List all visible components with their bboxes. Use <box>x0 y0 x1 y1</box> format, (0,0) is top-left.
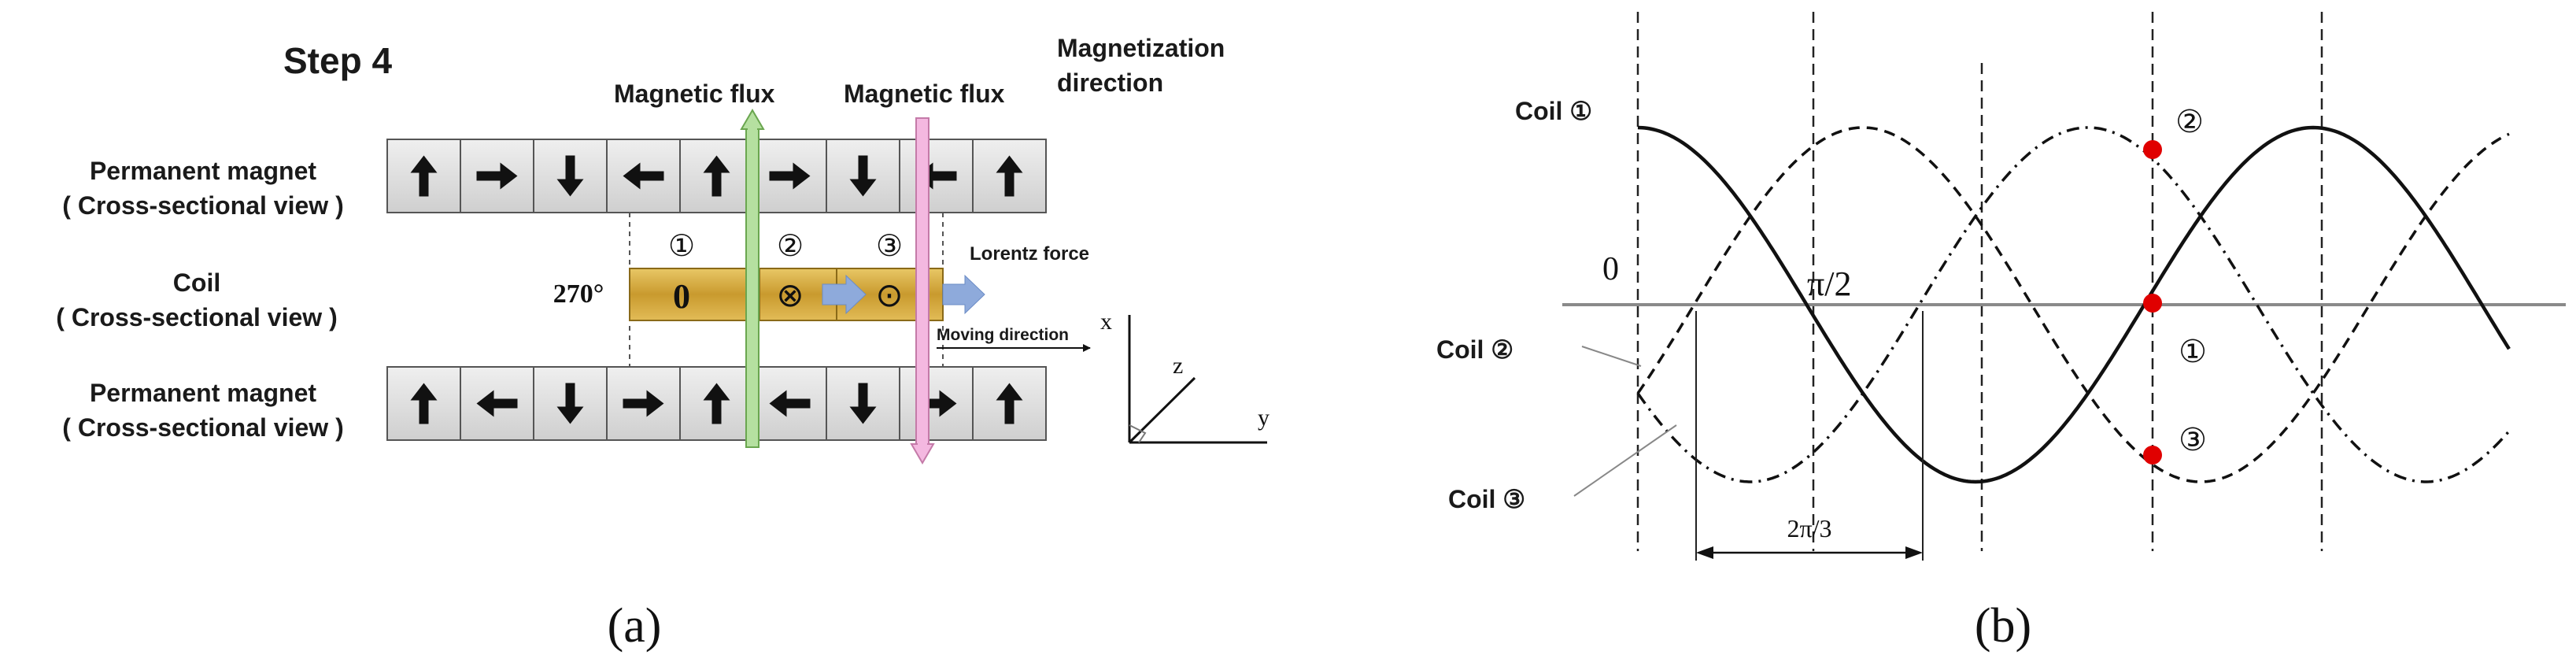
coil-2-waveform <box>1636 126 2511 483</box>
origin-label: 0 <box>1602 251 1619 287</box>
magnet-top-sublabel: ( Cross-sectional view ) <box>62 191 343 220</box>
magnet-bottom-sublabel: ( Cross-sectional view ) <box>62 413 343 442</box>
coil-label: Coil <box>173 268 220 297</box>
coil-3-waveform <box>1636 126 2510 483</box>
leader-line <box>1573 424 1677 497</box>
magnet-bottom-label: Permanent magnet <box>90 379 316 407</box>
coil-bar <box>629 268 944 321</box>
pi-half-label: π/2 <box>1807 265 1851 303</box>
magnetization-arrow-up-icon <box>996 383 1023 424</box>
coil-symbol-1: 0 <box>673 277 690 316</box>
marker-coil-3 <box>2143 446 2162 465</box>
flux-label-2: Magnetic flux <box>844 80 1005 108</box>
magnetization-arrow-right-icon <box>476 162 518 190</box>
coil-2-label: Coil ② <box>1436 335 1513 364</box>
coil-number-2: ② <box>777 230 804 263</box>
flux-label-1: Magnetic flux <box>614 80 775 108</box>
coil-sublabel: ( Cross-sectional view ) <box>56 303 337 331</box>
flux-bar-green <box>740 109 765 448</box>
axis-y-label: y <box>1258 405 1270 431</box>
magnetization-arrow-up-icon <box>410 383 438 424</box>
panel-a: Step 4 Permanent magnet ( Cross-sectiona… <box>56 34 1270 653</box>
marker-coil-2 <box>2143 140 2162 159</box>
magnetization-arrow-left-icon <box>769 390 811 417</box>
leader-line <box>1581 346 1642 367</box>
angle-label: 270° <box>553 279 604 309</box>
marker-label-2: ② <box>2175 104 2204 139</box>
magnetization-arrow-down-icon <box>556 155 584 197</box>
axis-x-label: x <box>1100 309 1112 335</box>
arrowhead-icon <box>1905 546 1923 559</box>
magnetization-arrow-down-icon <box>556 383 584 424</box>
magnet-cell <box>460 139 534 213</box>
coil-3-label: Coil ③ <box>1448 485 1525 513</box>
magnetization-arrow-up-icon <box>410 155 438 197</box>
marker-label-3: ③ <box>2179 422 2207 457</box>
coil-symbol-3: ⊙ <box>875 278 903 314</box>
coil-1-label: Coil ① <box>1515 97 1592 125</box>
lorentz-force-label: Lorentz force <box>970 243 1089 265</box>
lorentz-arrow-icon <box>942 274 985 315</box>
coil-symbol-2: ⊗ <box>776 278 804 314</box>
marker-coil-1 <box>2143 294 2162 313</box>
magnetization-arrow-up-icon <box>703 383 730 424</box>
magnetization-sublabel: direction <box>1057 68 1163 97</box>
lorentz-arrow-icon <box>822 274 867 315</box>
caption-b: (b) <box>1975 599 2031 653</box>
marker-label-1: ① <box>2179 334 2207 369</box>
magnet-row-bottom <box>386 366 1047 441</box>
magnetization-arrow-right-icon <box>915 390 957 417</box>
coil-number-1: ① <box>668 230 695 263</box>
magnetization-arrow-right-icon <box>769 162 811 190</box>
magnetization-arrow-down-icon <box>849 155 877 197</box>
coil-number-3: ③ <box>876 230 903 263</box>
step-title: Step 4 <box>283 40 392 81</box>
magnetization-arrow-down-icon <box>849 383 877 424</box>
magnetization-arrow-left-icon <box>623 162 664 190</box>
flux-bar-pink <box>910 117 935 465</box>
coil-1-waveform <box>1637 125 2511 484</box>
axis-z-label: z <box>1173 353 1183 379</box>
magnetization-arrow-right-icon <box>623 390 664 417</box>
caption-a: (a) <box>608 599 662 653</box>
magnetization-arrow-up-icon <box>703 155 730 197</box>
moving-direction-label: Moving direction <box>937 326 1069 344</box>
magnetization-label: Magnetization <box>1057 34 1225 62</box>
magnetization-arrow-left-icon <box>476 390 518 417</box>
panel-b: Coil ① Coil ② Coil ③ 0 π/2 2π/3 ② ① ③ (b… <box>1436 12 2566 653</box>
magnet-cell <box>826 139 900 213</box>
magnet-row-top <box>386 139 1047 213</box>
phase-span-label: 2π/3 <box>1787 514 1831 542</box>
axis-triad <box>1128 315 1267 444</box>
magnet-top-label: Permanent magnet <box>90 157 316 185</box>
magnetization-arrow-up-icon <box>996 155 1023 197</box>
arrowhead-icon <box>1696 546 1713 559</box>
